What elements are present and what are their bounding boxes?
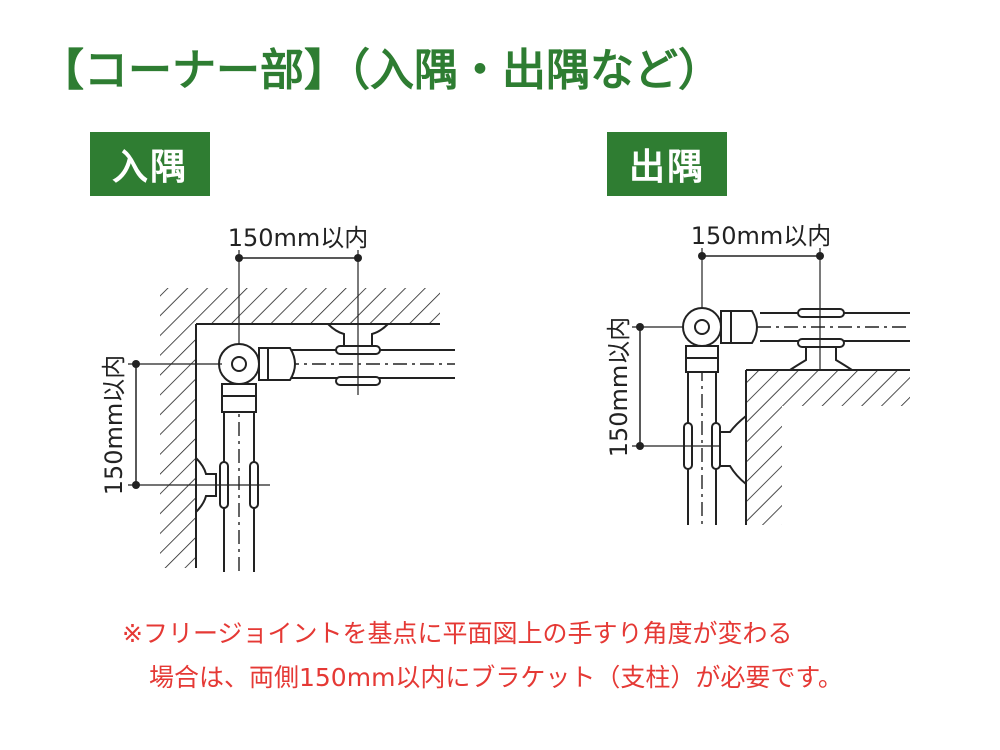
inner-corner-badge: 入隅 [90, 132, 210, 196]
note-line-1: ※フリージョイントを基点に平面図上の手すり角度が変わる [122, 619, 793, 648]
inner-dim-horizontal-label: 150mm以内 [228, 224, 369, 252]
inner-wall-top [160, 288, 440, 568]
outer-corner-badge: 出隅 [607, 132, 727, 196]
inner-free-joint [218, 343, 296, 413]
note: ※フリージョイントを基点に平面図上の手すり角度が変わる 場合は、両側150mm以… [122, 612, 843, 700]
outer-wall [746, 370, 910, 525]
outer-dim-horizontal-label: 150mm以内 [691, 222, 832, 250]
page-title: 【コーナー部】（入隅・出隅など） [40, 45, 722, 96]
outer-free-joint [682, 307, 758, 373]
outer-dim-vertical-label: 150mm以内 [605, 317, 633, 458]
outer-corner-diagram [632, 248, 910, 525]
note-line-2: 場合は、両側150mm以内にブラケット（支柱）が必要です。 [149, 663, 843, 692]
inner-corner-diagram [128, 250, 455, 572]
inner-dim-vertical-label: 150mm以内 [100, 355, 128, 496]
outer-bracket-top [786, 308, 856, 371]
